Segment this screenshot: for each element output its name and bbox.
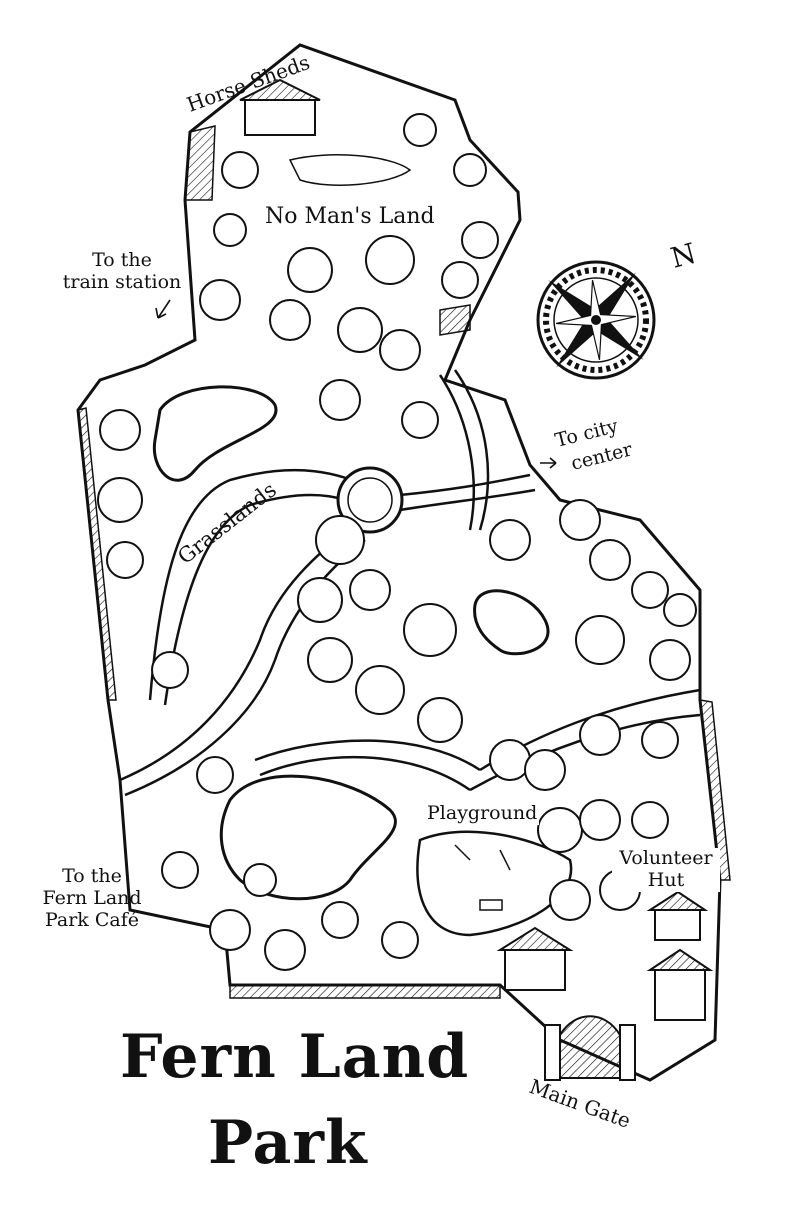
label-volunteer-hut: Volunteer Hut — [612, 847, 720, 892]
main-gate-structure — [544, 1015, 636, 1081]
compass-rose: N — [536, 237, 699, 380]
compass-north-letter: N — [667, 237, 699, 275]
label-no-mans-land: No Man's Land — [262, 204, 438, 230]
direction-arrows — [155, 299, 557, 469]
label-main-gate: Main Gate — [526, 1074, 634, 1133]
buildings — [239, 78, 714, 1081]
train-station-arrow — [155, 299, 171, 319]
label-volunteer-hut-line1: Volunteer — [619, 847, 713, 869]
playground-area — [416, 830, 573, 937]
horse-shed-building — [239, 78, 321, 136]
east-pond — [473, 589, 550, 656]
horse-shed-pond — [288, 154, 412, 186]
label-cafe: To the Fern Land Park Café — [36, 865, 148, 932]
map-title-line2: Park — [208, 1108, 368, 1178]
north-pond — [152, 385, 278, 482]
volunteer-hut-building — [646, 890, 709, 941]
label-cafe-line3: Park Café — [44, 908, 140, 931]
city-center-arrow — [540, 457, 557, 469]
cafe-building — [496, 926, 574, 991]
map-title-line1: Fern Land — [120, 1022, 470, 1092]
label-cafe-line1: To the — [62, 865, 122, 887]
park-ponds — [152, 154, 550, 901]
label-cafe-line2: Fern Land — [42, 886, 142, 909]
label-train-station-line1: To the — [92, 249, 152, 271]
label-train-station-line2: train station — [62, 270, 182, 293]
gate-lodge-building — [646, 948, 714, 1021]
label-train-station: To the train station — [62, 249, 182, 294]
label-playground: Playground — [425, 802, 540, 825]
forest-trees — [97, 113, 697, 971]
label-volunteer-hut-line2: Hut — [647, 868, 685, 891]
